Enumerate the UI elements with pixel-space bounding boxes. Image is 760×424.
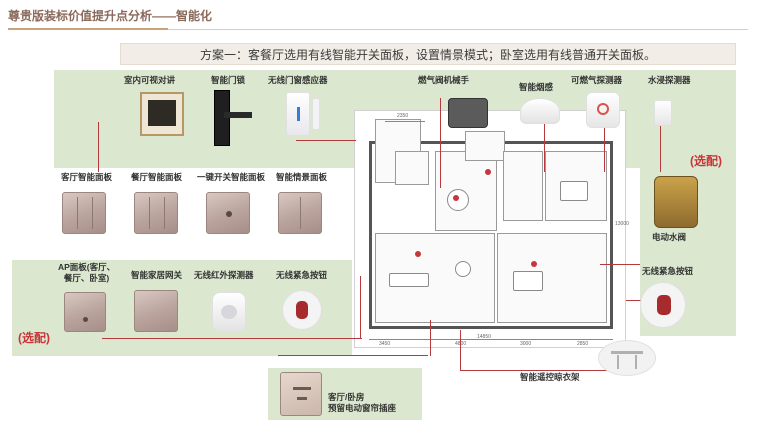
- water-detector-image: [654, 100, 672, 126]
- title-accent-bar: [8, 28, 168, 30]
- emergency-right-image[interactable]: [640, 282, 686, 328]
- dim-top-1: 2350: [397, 113, 409, 119]
- dim-right: 13000: [615, 221, 629, 227]
- bedroom-a: [503, 151, 543, 221]
- door-lock-handle: [224, 112, 252, 118]
- bed-a: [513, 271, 543, 291]
- dim-bottom-4: 2850: [577, 341, 589, 347]
- one-key-switch-image[interactable]: [206, 192, 250, 234]
- label-ap-panel-line1: AP面板(客厅、: [58, 262, 116, 272]
- label-dining-panel: 餐厅智能面板: [131, 172, 183, 182]
- label-ap-panel-line2: 餐厅、卧室): [63, 273, 110, 283]
- emergency-left-image[interactable]: [282, 290, 322, 330]
- label-ir-detector: 无线红外探测器: [194, 270, 254, 280]
- floor-plan: 2350 3450 4800 3000 2850 14850 13000: [354, 110, 629, 348]
- label-emergency-right: 无线紧急按钮: [642, 266, 694, 276]
- marker-dining: [453, 195, 459, 201]
- intercom-image: [140, 92, 184, 136]
- dim-bottom-1: 3450: [379, 341, 391, 347]
- optional-left-label: (选配): [18, 331, 50, 345]
- label-intercom: 室内可视对讲: [124, 75, 176, 85]
- label-scene-panel: 智能情景面板: [276, 172, 328, 182]
- optional-right-label: (选配): [690, 154, 722, 168]
- label-clothes-rack: 智能遥控晾衣架: [520, 372, 580, 382]
- gas-manipulator-image: [448, 98, 488, 128]
- label-smoke-detector: 智能烟感: [519, 82, 554, 92]
- elevator-core: [395, 151, 429, 185]
- gas-detector-image: [586, 92, 620, 128]
- sofa: [389, 273, 429, 287]
- label-door-sensor: 无线门窗感应器: [268, 75, 328, 85]
- door-lock-image: [214, 90, 230, 146]
- bed-b: [560, 181, 588, 201]
- ap-panel-image[interactable]: [64, 292, 106, 332]
- label-socket-line2: 预留电动窗帘插座: [328, 403, 397, 413]
- label-gateway: 智能家居网关: [131, 270, 183, 280]
- kitchen: [465, 131, 505, 161]
- dim-bottom-3: 3000: [520, 341, 532, 347]
- marker-living: [415, 251, 421, 257]
- ir-detector-image: [212, 292, 246, 332]
- living-panel-image[interactable]: [62, 192, 106, 234]
- scene-panel-image[interactable]: [278, 192, 322, 234]
- marker-bedroom: [531, 261, 537, 267]
- label-gas-manipulator: 燃气阀机械手: [418, 75, 470, 85]
- page-title: 尊贵版装标价值提升点分析——智能化: [8, 9, 213, 23]
- gateway-image[interactable]: [134, 290, 178, 332]
- label-emergency-left: 无线紧急按钮: [276, 270, 328, 280]
- marker-kitchen: [485, 169, 491, 175]
- smoke-detector-image: [520, 98, 560, 124]
- electric-valve-image: [654, 176, 698, 228]
- round-table: [455, 261, 471, 277]
- door-sensor-image: [286, 92, 310, 136]
- dim-total: 14850: [477, 334, 491, 340]
- label-living-panel: 客厅智能面板: [61, 172, 113, 182]
- label-ap-panel: AP面板(客厅、 餐厅、卧室): [58, 262, 115, 284]
- label-door-lock: 智能门锁: [211, 75, 246, 85]
- label-socket-line1: 客厅/卧房: [328, 392, 365, 402]
- socket-image[interactable]: [280, 372, 322, 416]
- label-gas-detector: 可燃气探测器: [571, 75, 623, 85]
- label-water-detector: 水浸探测器: [648, 75, 691, 85]
- door-sensor-magnet: [312, 98, 320, 130]
- clothes-rack-image: [598, 340, 656, 376]
- label-one-key-switch: 一键开关智能面板: [197, 172, 266, 182]
- scheme-banner: 方案一：客餐厅选用有线智能开关面板，设置情景模式；卧室选用有线普通开关面板。: [120, 43, 736, 65]
- label-socket: 客厅/卧房 预留电动窗帘插座: [328, 392, 396, 414]
- dining-panel-image[interactable]: [134, 192, 178, 234]
- dining-room: [435, 151, 497, 231]
- label-electric-valve: 电动水阀: [652, 232, 687, 242]
- title-divider: [8, 29, 748, 30]
